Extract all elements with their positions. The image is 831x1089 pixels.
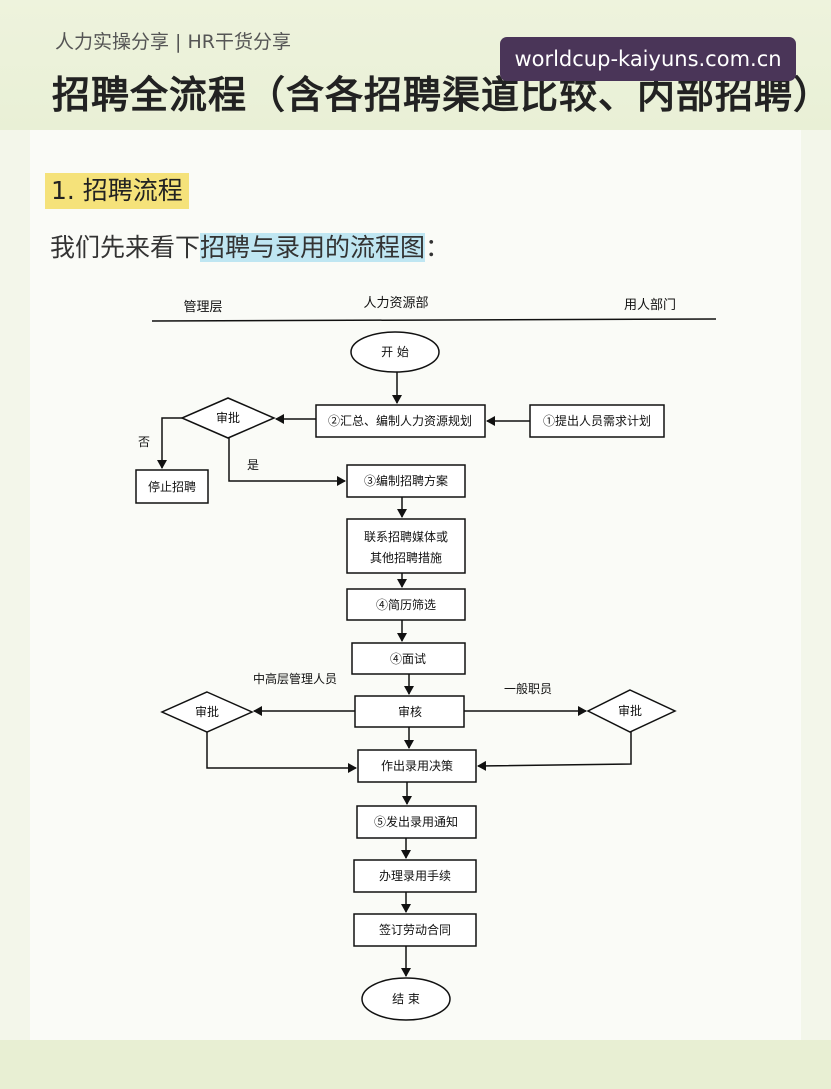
end-label: 结 束	[392, 992, 420, 1006]
page-subtitle: 人力实操分享 | HR干货分享	[55, 31, 291, 53]
edge-label-general: 一般职员	[504, 681, 552, 696]
media-label-line1: 联系招聘媒体或	[364, 530, 448, 544]
section-heading: 1. 招聘流程	[45, 173, 189, 209]
notice-box	[356, 805, 477, 839]
contract-box	[353, 913, 477, 947]
decision-label: 作出录用决策	[381, 759, 453, 773]
interview-box	[351, 642, 466, 675]
stop-box	[135, 469, 209, 504]
approve-top-label: 审批	[216, 410, 240, 425]
edge-label-senior: 中高层管理人员	[253, 671, 337, 686]
approve-right-diamond	[586, 689, 677, 733]
approve-right-label: 审批	[618, 703, 642, 718]
recruit-plan-label: ③编制招聘方案	[364, 473, 448, 488]
edge-approve-left-decision	[206, 732, 357, 773]
stop-label: 停止招聘	[148, 479, 196, 494]
demand-plan-label: ①提出人员需求计划	[543, 413, 651, 428]
media-box	[346, 518, 466, 574]
screening-box	[346, 588, 466, 621]
intro-highlight: 招聘与录用的流程图	[200, 233, 426, 262]
edge-approve-no-stop	[157, 417, 182, 469]
lane-hr: 人力资源部	[363, 296, 428, 311]
review-label: 审核	[398, 704, 422, 719]
watermark-badge: worldcup-kaiyuns.com.cn	[500, 37, 796, 81]
procedures-box	[353, 859, 477, 893]
edge-label-yes: 是	[247, 458, 259, 472]
end-node	[361, 977, 451, 1021]
interview-label: ④面试	[390, 651, 426, 666]
compile-plan-box	[315, 404, 486, 438]
recruit-plan-box	[346, 464, 466, 498]
contract-label: 签订劳动合同	[379, 922, 451, 937]
lane-department: 用人部门	[624, 298, 676, 313]
intro-text: 我们先来看下招聘与录用的流程图：	[50, 228, 450, 264]
intro-prefix: 我们先来看下	[50, 233, 201, 262]
media-label-line2: 其他招聘措施	[370, 551, 442, 565]
edge-approve-right-decision	[477, 732, 632, 771]
compile-plan-label: ②汇总、编制人力资源规划	[328, 413, 472, 428]
start-node	[350, 331, 440, 373]
edge-approve-yes-plan	[228, 438, 346, 486]
decision-box	[357, 749, 477, 783]
lane-divider	[151, 318, 717, 322]
intro-suffix: ：	[425, 233, 451, 262]
screening-label: ④简历筛选	[376, 597, 436, 612]
footer-band	[0, 1040, 831, 1089]
start-label: 开 始	[381, 345, 409, 359]
lane-management: 管理层	[183, 300, 222, 315]
edge-label-no: 否	[138, 435, 150, 449]
approve-top-diamond	[180, 397, 276, 439]
demand-plan-box	[529, 404, 665, 438]
procedures-label: 办理录用手续	[379, 868, 451, 883]
approve-left-label: 审批	[195, 704, 219, 719]
notice-label: ⑤发出录用通知	[374, 814, 458, 829]
